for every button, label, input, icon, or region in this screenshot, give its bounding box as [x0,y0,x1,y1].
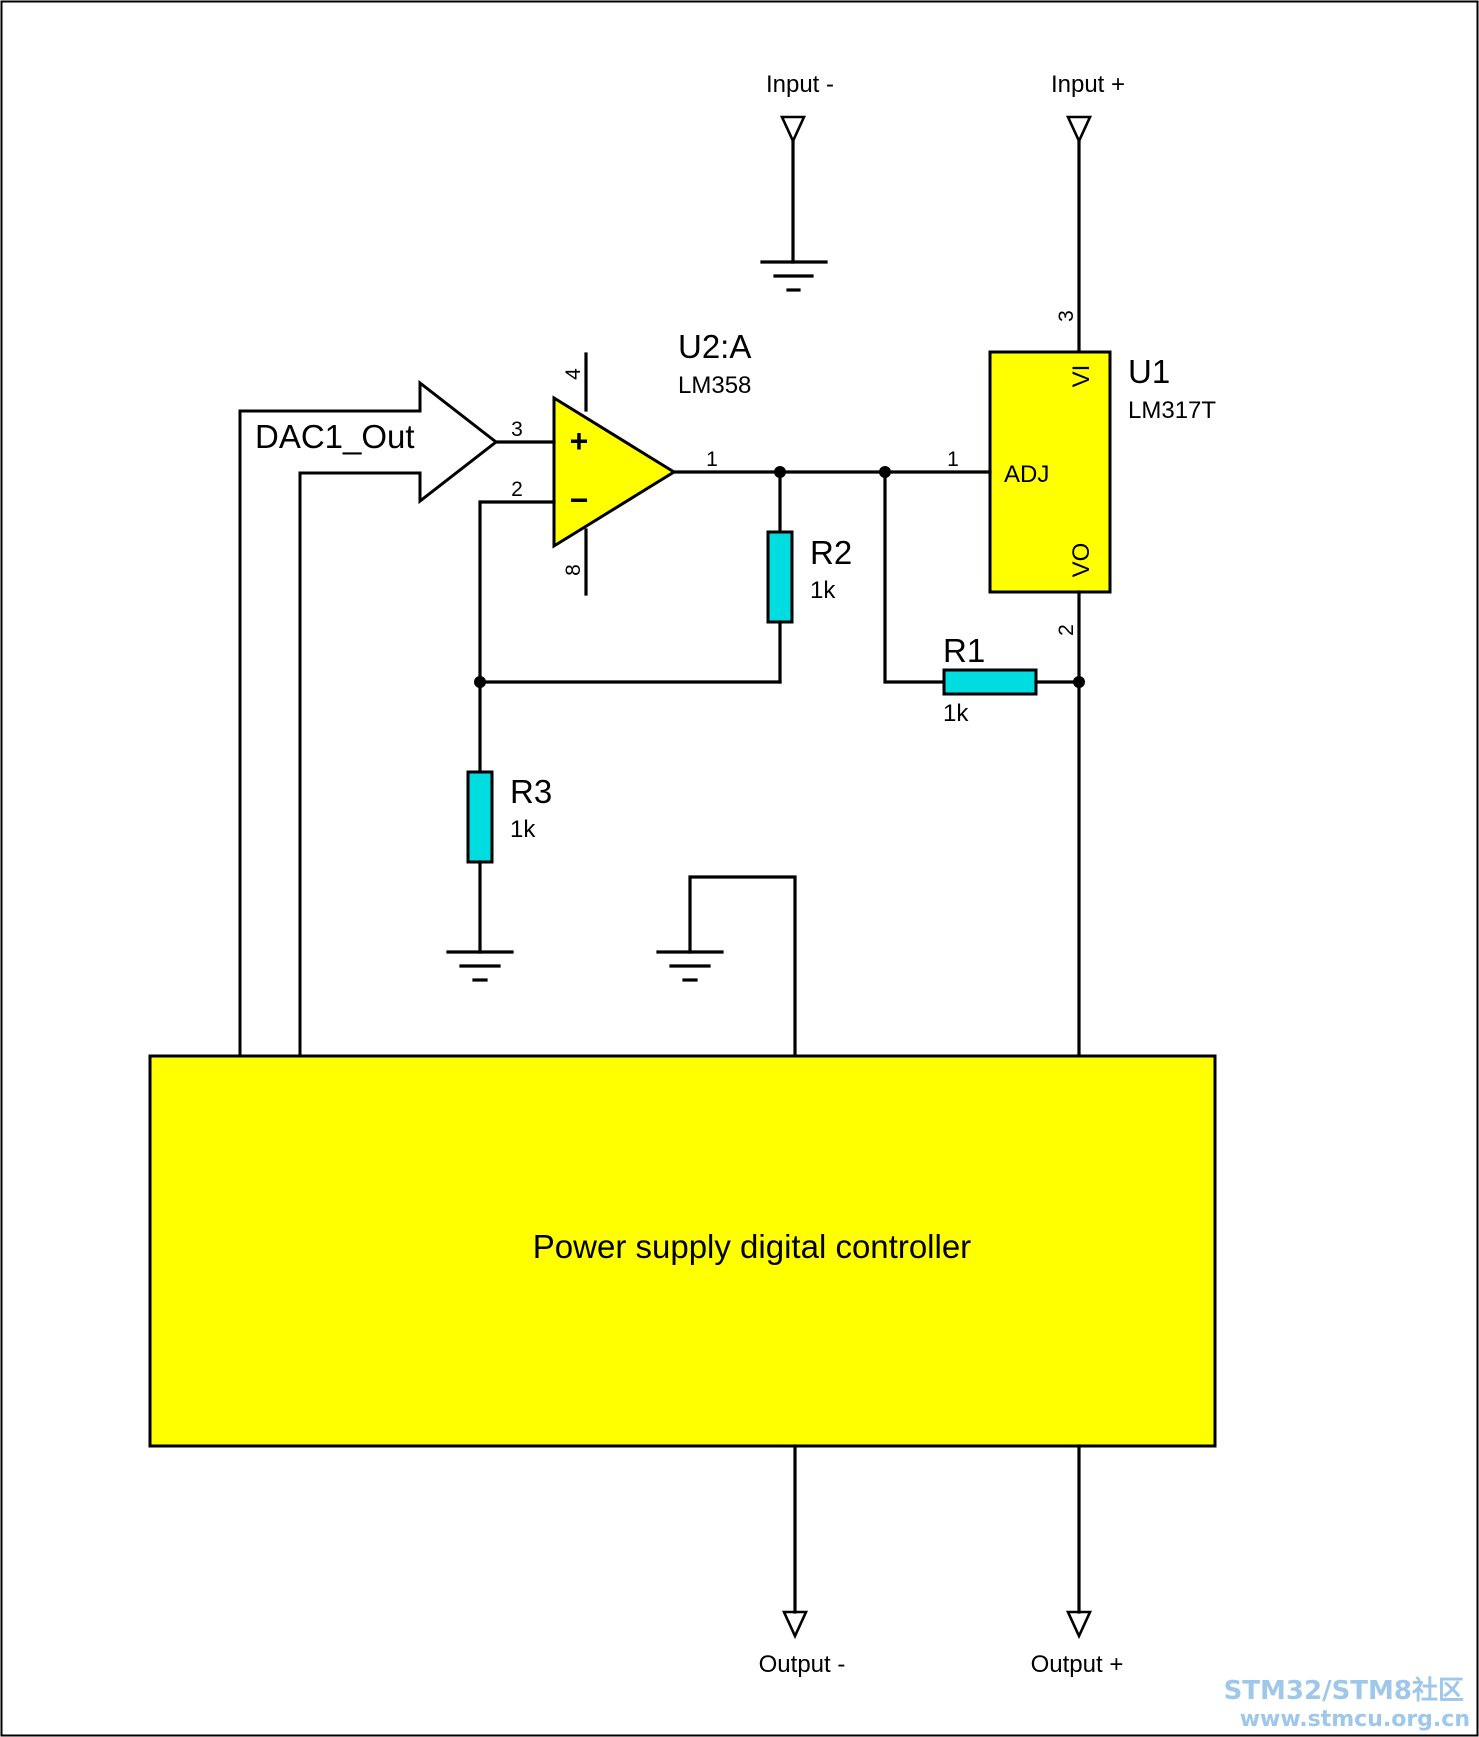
output-plus-label: Output + [1031,1651,1124,1678]
input-minus-label: Input - [766,71,834,98]
controller-label: Power supply digital controller [533,1228,971,1265]
resistor-r2-ref: R2 [810,534,852,571]
resistor-r2: R2 1k [766,470,852,684]
opamp-triangle [552,395,677,549]
resistor-r1: R1 1k [883,470,1081,727]
regulator-pin-vi-name: VI [1068,365,1095,388]
output-minus-label: Output - [759,1651,846,1678]
watermark-line2: www.stmcu.org.cn [1240,1707,1470,1732]
resistor-r2-value: 1k [810,577,836,604]
junction-dot-r1 [879,466,891,478]
opamp-ref: U2:A [678,328,751,365]
ground-symbol-controller [656,950,724,982]
regulator-pin-1: 1 [947,448,959,471]
terminal-arrow-input-minus [779,115,807,145]
junction-dot-vo [1073,676,1085,688]
watermark-line1: STM32/STM8社区 [1224,1675,1464,1706]
opamp-minus-symbol: − [570,482,589,518]
resistor-r1-value: 1k [943,700,969,727]
resistor-r2-body [766,530,794,624]
power-supply-controller: Power supply digital controller [148,1054,1217,1448]
input-minus-terminal: Input - [766,71,834,264]
resistor-r3-ref: R3 [510,773,552,810]
opamp-pin-8: 8 [562,564,585,576]
ground-symbol-input [760,260,828,292]
regulator-pin-3: 3 [1055,310,1078,322]
opamp-part: LM358 [678,372,751,399]
opamp-pin-3: 3 [511,418,523,441]
junction-dot-r2 [774,466,786,478]
opamp-pin-4: 4 [562,368,585,380]
terminal-arrow-output-minus [781,1610,809,1640]
resistor-r3-body [466,770,494,864]
watermark: STM32/STM8社区 www.stmcu.org.cn [1224,1675,1470,1732]
dac-arrow-shape [238,379,499,1056]
opamp-plus-symbol: + [570,423,589,459]
resistor-r3: R3 1k [466,680,552,954]
controller-body [148,1054,1217,1448]
terminal-arrow-output-plus [1065,1610,1093,1640]
regulator-pin-2: 2 [1055,624,1078,636]
regulator-ref: U1 [1128,353,1170,390]
junction-dot-feedback [474,676,486,688]
input-plus-terminal: Input + [1051,71,1125,354]
resistor-r1-ref: R1 [943,632,985,669]
output-minus-terminal: Output - [759,1444,846,1678]
terminal-arrow-input-plus [1065,115,1093,145]
regulator-pin-adj-name: ADJ [1004,461,1049,488]
opamp-pin-2: 2 [511,478,523,501]
opamp-u2a: + − U2:A LM358 4 8 3 2 1 [511,328,751,596]
regulator-pin-vo-name: VO [1068,543,1095,578]
dac1-out-arrow: DAC1_Out [238,379,499,1056]
resistor-r3-value: 1k [510,816,536,843]
opamp-pin-1: 1 [706,448,718,471]
regulator-part: LM317T [1128,397,1216,424]
regulator-u1: U1 LM317T VI ADJ VO 3 1 2 [947,310,1216,636]
output-plus-terminal: Output + [1031,1444,1124,1678]
ground-symbol-r3 [446,950,514,982]
input-plus-label: Input + [1051,71,1125,98]
dac-label: DAC1_Out [255,418,415,455]
resistor-r1-body [942,668,1038,696]
regulator-body [988,350,1112,594]
